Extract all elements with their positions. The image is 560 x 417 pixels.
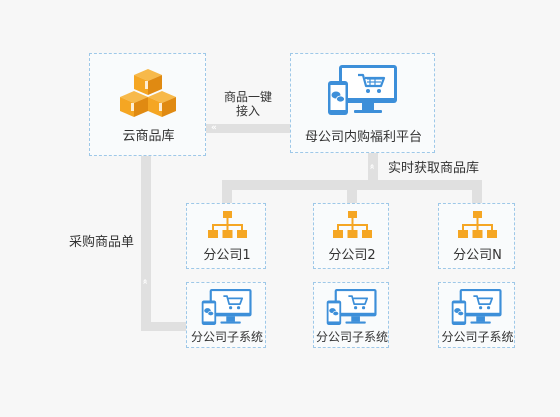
branch-node-n: 分公司N [438, 203, 515, 269]
warehouse-label: 云商品库 [122, 129, 175, 144]
connector-parent-down [368, 150, 378, 184]
org-chart-icon [333, 211, 372, 238]
branch-system-node-n: 分公司子系统 [438, 282, 515, 348]
realtime-label: 实时获取商品库 [388, 161, 480, 176]
warehouse-node: 云商品库 [89, 53, 206, 156]
connector-branch-n [472, 180, 482, 204]
org-chart-icon [458, 211, 497, 238]
branch-label: 分公司2 [328, 248, 376, 263]
branch-node-1: 分公司1 [186, 203, 266, 269]
connector-branch-1 [222, 180, 232, 204]
connector-import [206, 124, 290, 133]
purchase-label: 采购商品单 [69, 235, 135, 250]
branch-system-label: 分公司子系统 [441, 330, 514, 344]
branch-label: 分公司N [453, 248, 502, 263]
boxes-icon [120, 69, 176, 117]
connector-purchase-vertical [141, 152, 151, 331]
branch-node-2: 分公司2 [313, 203, 389, 269]
parent-platform-node: 母公司内购福利平台 [290, 53, 435, 153]
chevron-left-icon: « [211, 123, 217, 133]
parent-platform-label: 母公司内购福利平台 [304, 130, 422, 145]
import-label-line2: 接入 [235, 104, 260, 118]
import-label-line1: 商品一键 [223, 90, 272, 104]
connector-branch-2 [347, 180, 357, 204]
branch-system-node-1: 分公司子系统 [186, 282, 266, 348]
connector-purchase-horizontal [141, 322, 191, 331]
chevron-up-icon: « [139, 278, 150, 283]
branch-label: 分公司1 [203, 248, 251, 263]
chevron-up-icon: « [366, 163, 377, 168]
branch-system-label: 分公司子系统 [190, 330, 263, 344]
monitor-phone-cart-icon [328, 65, 397, 115]
org-chart-icon [208, 211, 247, 238]
branch-system-label: 分公司子系统 [315, 330, 388, 344]
monitor-phone-cart-icon [326, 288, 377, 326]
monitor-phone-cart-icon [451, 288, 502, 326]
monitor-phone-cart-icon [201, 288, 252, 326]
branch-system-node-2: 分公司子系统 [313, 282, 389, 348]
